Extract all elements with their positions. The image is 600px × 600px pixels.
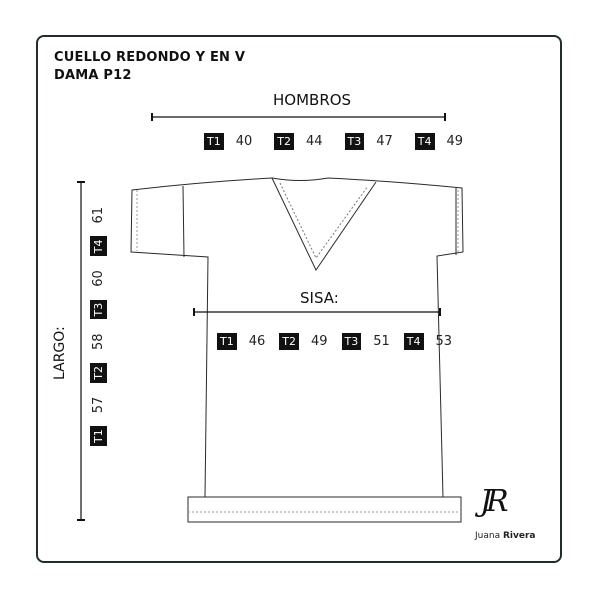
largo-label-wrap: LARGO: <box>52 326 68 380</box>
size-value: 44 <box>305 134 323 149</box>
size-value: 60 <box>91 270 106 287</box>
sisa-label: SISA: <box>300 289 339 307</box>
size-value: 49 <box>310 334 328 349</box>
size-badge: T4 <box>403 333 424 350</box>
size-value: 40 <box>235 134 253 149</box>
title-line-2: DAMA P12 <box>54 68 132 83</box>
size-value: 47 <box>376 134 393 149</box>
size-badge: T2 <box>274 133 294 150</box>
largo-sizes: T1 57 T2 58 T3 60 T4 61 <box>90 207 107 446</box>
brand-name: Juana Rivera <box>475 531 535 541</box>
sisa-measure-line <box>193 308 441 316</box>
size-badge: T3 <box>341 333 362 350</box>
size-value: 49 <box>446 134 464 149</box>
size-value: 58 <box>91 333 106 351</box>
card-frame <box>36 35 562 563</box>
brand-last-name: Rivera <box>502 531 536 541</box>
largo-label: LARGO: <box>52 326 68 380</box>
size-badge: T2 <box>90 363 107 383</box>
size-badge: T1 <box>204 133 224 150</box>
title-line-1: CUELLO REDONDO Y EN V <box>54 50 246 65</box>
size-badge: T4 <box>90 236 107 257</box>
hombros-measure-line <box>151 113 446 121</box>
size-badge: T3 <box>90 299 107 320</box>
size-value: 46 <box>248 334 266 349</box>
size-badge: T2 <box>279 333 299 350</box>
hombros-sizes: T1 40 T2 44 T3 47 T4 49 <box>204 133 463 150</box>
size-badge: T4 <box>414 133 435 150</box>
brand-first-name: Juana <box>475 531 501 541</box>
largo-measure-line <box>77 181 85 521</box>
size-value: 61 <box>91 206 106 224</box>
size-badge: T1 <box>217 333 237 350</box>
size-value: 57 <box>91 396 106 414</box>
size-value: 51 <box>373 334 390 349</box>
size-badge: T3 <box>344 133 365 150</box>
size-value: 53 <box>435 334 453 349</box>
sisa-sizes: T1 46 T2 49 T3 51 T4 53 <box>217 333 452 350</box>
shirt-outline <box>130 177 464 523</box>
brand-monogram-logo: JR <box>480 484 509 519</box>
hombros-label: HOMBROS <box>273 91 352 109</box>
size-badge: T1 <box>90 426 107 446</box>
